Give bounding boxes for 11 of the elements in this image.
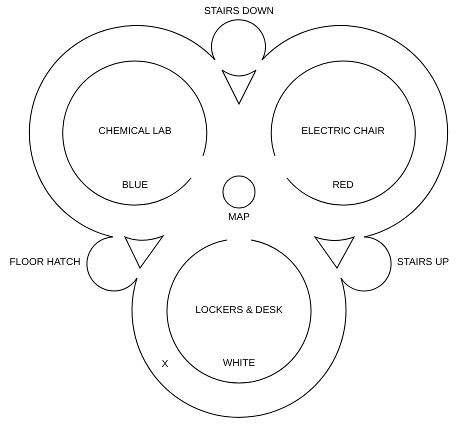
room-label: STAIRS UP <box>396 257 450 269</box>
room-label: ELECTRIC CHAIR <box>301 126 385 138</box>
room-label: FLOOR HATCH <box>10 257 80 269</box>
color-label: WHITE <box>222 358 256 370</box>
room-label: CHEMICAL LAB <box>98 126 172 138</box>
color-label: BLUE <box>122 180 148 192</box>
location-mark: X <box>162 359 168 371</box>
room-label: MAP <box>228 212 250 224</box>
color-label: RED <box>332 180 354 192</box>
room-label: LOCKERS & DESK <box>195 305 283 317</box>
room-label: STAIRS DOWN <box>204 6 274 18</box>
